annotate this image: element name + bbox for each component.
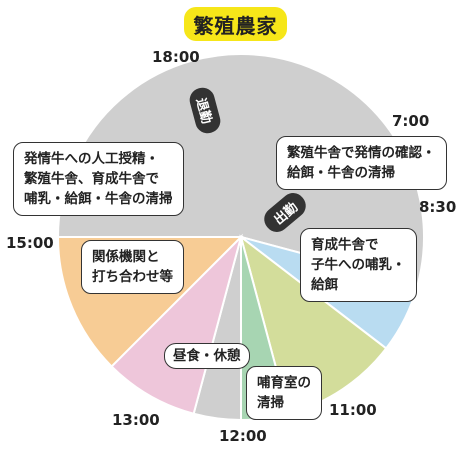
page-title: 繁殖農家 xyxy=(184,7,287,41)
note-line: 子牛への哺乳・ xyxy=(311,257,406,273)
time-label-0830: 8:30 xyxy=(419,198,457,216)
time-label-1100: 11:00 xyxy=(329,401,377,419)
note-line: 発情牛への人工授精・ xyxy=(24,151,159,167)
note-nursery-cleaning: 哺育室の 清掃 xyxy=(246,366,322,420)
note-line: 育成牛舎で xyxy=(311,237,379,253)
note-line: 哺育室の xyxy=(257,375,311,391)
time-label-1800: 18:00 xyxy=(152,48,200,66)
note-lunch-break: 昼食・休憩 xyxy=(164,343,250,369)
note-line: 清掃 xyxy=(257,395,284,411)
note-line: 哺乳・給餌・牛舎の清掃 xyxy=(24,191,173,207)
time-label-1500: 15:00 xyxy=(6,234,54,252)
note-meetings: 関係機関と 打ち合わせ等 xyxy=(81,240,184,294)
time-label-1300: 13:00 xyxy=(112,411,160,429)
note-line: 給餌 xyxy=(311,277,338,293)
pie-slice xyxy=(110,233,243,415)
note-line: 繁殖牛舎、育成牛舎で xyxy=(24,171,159,187)
time-label-1200: 12:00 xyxy=(219,427,267,445)
note-estrus-check: 繁殖牛舎で発情の確認・ 給餌・牛舎の清掃 xyxy=(276,136,447,190)
note-line: 打ち合わせ等 xyxy=(92,269,173,285)
note-line: 給餌・牛舎の清掃 xyxy=(287,165,395,181)
note-calf-nursing: 育成牛舎で 子牛への哺乳・ 給餌 xyxy=(300,228,417,302)
time-label-0700: 7:00 xyxy=(392,112,430,130)
note-line: 昼食・休憩 xyxy=(173,348,241,364)
note-line: 繁殖牛舎で発情の確認・ xyxy=(287,145,436,161)
note-insemination: 発情牛への人工授精・ 繁殖牛舎、育成牛舎で 哺乳・給餌・牛舎の清掃 xyxy=(13,142,184,216)
note-line: 関係機関と xyxy=(92,249,160,265)
